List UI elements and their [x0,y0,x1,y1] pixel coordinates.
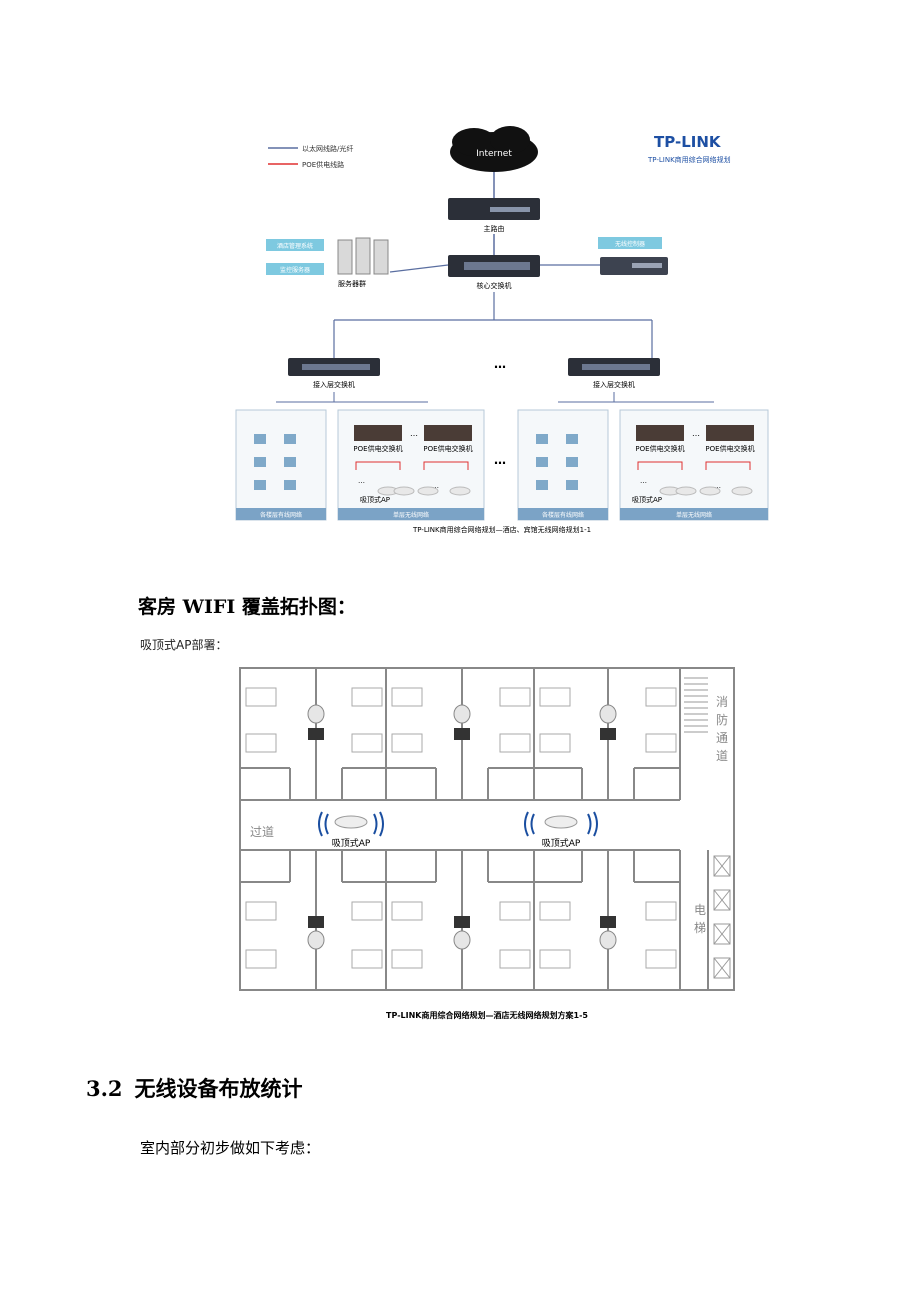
corridor-ap-right-label: 吸顶式AP [542,837,581,849]
wired-box-right-label: 各楼层有线网络 [542,511,584,519]
ap-ellipsis-right: … [640,477,647,485]
svg-text:通: 通 [716,731,728,745]
wired-box-right: 各楼层有线网络 [517,409,609,521]
brand-subtitle: TP-LINK商用综合网络规划 [647,155,731,164]
poe-switch-label-1: POE供电交换机 [353,444,402,453]
poe-switch-label-3: POE供电交换机 [635,444,684,453]
diagram-caption: TP-LINK商用综合网络规划—酒店、宾馆无线网络规划1-1 [412,525,591,534]
ap-ellipsis-left: … [358,477,365,485]
corridor-ap-right: 吸顶式AP [524,811,598,849]
ap-label-right: 吸顶式AP [632,495,662,504]
ap-ellipsis-left-2: … [432,482,439,490]
network-topology-diagram: 以太网线路/光纤 POE供电线路 TP-LINK TP-LINK商用综合网络规划… [235,126,769,534]
ellipsis-top: … [494,357,506,371]
wired-box-left-label: 各楼层有线网络 [260,511,302,519]
svg-text:梯: 梯 [694,921,706,935]
body-paragraph: 室内部分初步做如下考虑： [140,1139,321,1157]
main-router: 主路由 [448,198,540,233]
legend-poe-label: POE供电线路 [302,160,344,169]
wireless-controller-label: 无线控制器 [615,240,645,248]
section-title: 无线设备布放统计 [134,1076,303,1101]
access-switch-right: 接入层交换机 [568,358,660,389]
ap-ellipsis-right-2: … [714,482,721,490]
access-switch-left: 接入层交换机 [288,358,380,389]
legend-ethernet-label: 以太网线路/光纤 [302,144,353,153]
section-heading: 3.2 无线设备布放统计 [86,1073,303,1103]
wired-box-left: 各楼层有线网络 [235,409,327,521]
access-switch-left-label: 接入层交换机 [313,380,355,389]
svg-text:电: 电 [694,903,706,917]
svg-text:消: 消 [716,695,728,709]
floorplan-caption: TP-LINK商用综合网络规划—酒店无线网络规划方案1-5 [386,1011,588,1020]
poe-switch-label-4: POE供电交换机 [705,444,754,453]
server-group-label: 服务器群 [338,279,366,288]
wireless-box-right-label: 单层无线网络 [676,511,712,519]
access-switch-right-label: 接入层交换机 [593,380,635,389]
ellipsis-middle: … [494,453,506,467]
floorplan-title: 吸顶式AP部署： [140,638,228,652]
svg-text:道: 道 [716,749,728,763]
corridor-ap-left-label: 吸顶式AP [332,837,371,849]
legend: 以太网线路/光纤 POE供电线路 [268,144,353,169]
server-tag-hotel: 酒店管理系统 [277,242,313,250]
brand-logo: TP-LINK [654,133,722,151]
server-tag-monitor: 监控服务器 [280,266,310,274]
core-switch: 核心交换机 [448,255,540,290]
wireless-controller: 无线控制器 [598,237,668,275]
fire-exit-label: 消 防 通 道 [716,695,728,763]
server-group: 酒店管理系统 监控服务器 服务器群 [266,237,389,288]
wireless-box-right: … POE供电交换机 POE供电交换机 … … 吸顶式AP 单层无线网络 [619,409,769,521]
section-number: 3.2 [86,1076,123,1101]
main-router-label: 主路由 [484,224,505,233]
poe-ellipsis-left: … [410,429,418,438]
poe-switch-label-2: POE供电交换机 [423,444,472,453]
topology-caption: 客房 WIFI 覆盖拓扑图： [138,596,356,618]
core-switch-label: 核心交换机 [477,281,512,290]
internet-cloud: Internet [450,126,538,172]
wireless-box-left: … POE供电交换机 POE供电交换机 … … 吸顶式AP 单层无线网络 [337,409,485,521]
poe-ellipsis-right: … [692,429,700,438]
wireless-box-left-label: 单层无线网络 [393,511,429,519]
elevator-label: 电 梯 [694,903,706,935]
corridor-label: 过道 [250,825,274,839]
corridor-ap-left: 吸顶式AP [318,811,384,849]
floor-plan-diagram: 吸顶式AP 吸顶式AP 过道 消 防 通 道 电 梯 [239,667,735,991]
internet-label: Internet [476,149,512,159]
svg-text:防: 防 [716,712,728,727]
ap-label-left: 吸顶式AP [360,495,390,504]
